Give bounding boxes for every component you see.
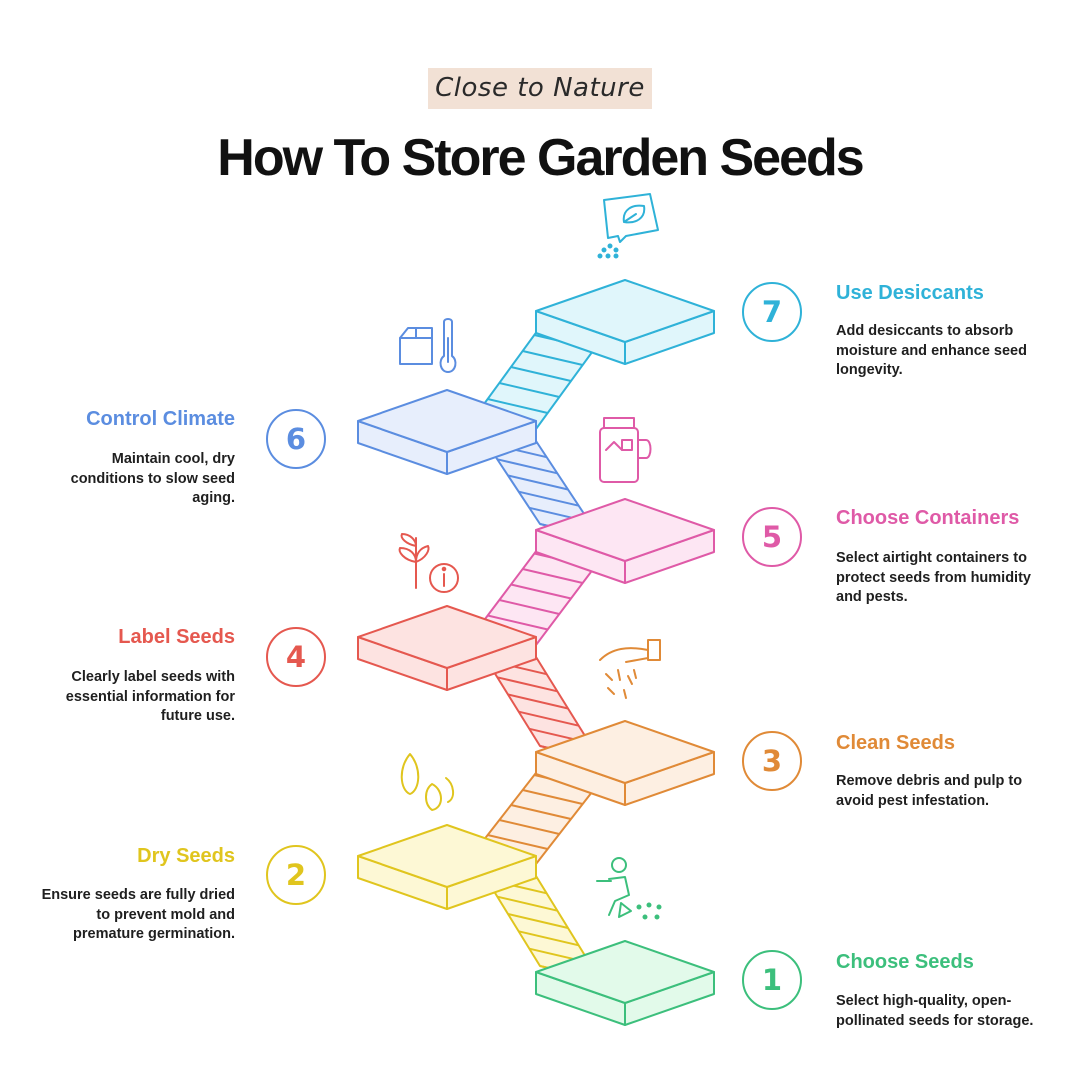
step-7-badge: 7	[742, 282, 802, 342]
seeds-icon	[400, 753, 454, 811]
step-2-badge: 2	[266, 845, 326, 905]
step-6-description: Maintain cool, dry conditions to slow se…	[70, 451, 235, 506]
step-1-badge: 1	[742, 950, 802, 1010]
plant-info-icon	[398, 533, 459, 593]
step-7-title: Use Desiccants	[836, 282, 984, 304]
tagline: Close to Nature	[428, 68, 652, 109]
spray-bottle-icon	[599, 639, 661, 699]
step-7-description: Add desiccants to absorb moisture and en…	[836, 323, 1027, 378]
step-5-badge: 5	[742, 507, 802, 567]
step-3-description: Remove debris and pulp to avoid pest inf…	[836, 773, 1023, 809]
platform-5	[535, 498, 715, 584]
step-4-description: Clearly label seeds with essential infor…	[65, 669, 235, 724]
gardener-sowing-icon	[596, 857, 662, 920]
step-5-description: Select airtight containers to protect se…	[836, 550, 1031, 605]
step-6-title: Control Climate	[86, 408, 235, 430]
step-4-badge: 4	[266, 627, 326, 687]
desiccant-packet-icon	[597, 193, 659, 259]
step-5-title: Choose Containers	[836, 507, 1020, 529]
platform-6	[357, 389, 537, 475]
platform-7	[535, 279, 715, 365]
step-3-title: Clean Seeds	[836, 732, 955, 754]
step-6-badge: 6	[266, 409, 326, 469]
platform-1	[535, 940, 715, 1026]
step-1-title: Choose Seeds	[836, 951, 974, 973]
platform-3	[535, 720, 715, 806]
jar-icon	[599, 417, 652, 483]
step-3-badge: 3	[742, 731, 802, 791]
step-4-title: Label Seeds	[118, 626, 235, 648]
step-2-description: Ensure seeds are fully dried to prevent …	[41, 887, 235, 942]
platform-2	[357, 824, 537, 910]
step-1-description: Select high-quality, open-pollinated see…	[836, 993, 1034, 1029]
box-thermometer-icon	[399, 318, 457, 373]
page-title: How To Store Garden Seeds	[217, 129, 864, 187]
platform-4	[357, 605, 537, 691]
step-2-title: Dry Seeds	[137, 845, 235, 867]
